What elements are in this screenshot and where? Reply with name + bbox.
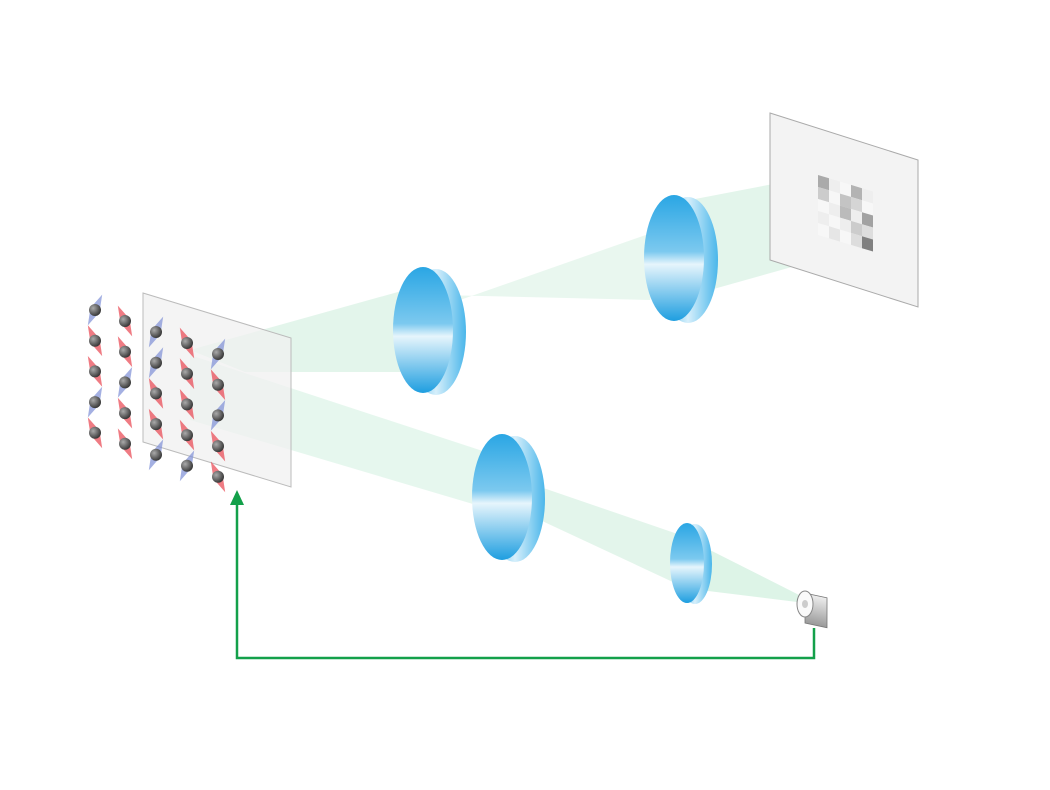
atom — [117, 366, 133, 398]
image-pixel — [840, 181, 851, 197]
camera-image-grid — [818, 175, 873, 252]
image-pixel — [862, 236, 873, 252]
atom-sphere — [89, 304, 101, 316]
image-pixel — [851, 232, 862, 249]
atom — [148, 316, 164, 348]
atom — [148, 347, 164, 379]
atom — [148, 408, 164, 440]
image-pixel — [829, 214, 840, 230]
atom-sphere — [181, 367, 193, 380]
atom — [179, 419, 195, 451]
image-pixel — [851, 220, 862, 237]
atom — [179, 388, 195, 420]
atom-sphere — [150, 418, 162, 431]
atom — [117, 428, 133, 460]
image-pixel — [851, 184, 862, 201]
image-pixel — [829, 226, 840, 242]
atom — [210, 430, 226, 462]
atom — [87, 417, 103, 449]
feedback-arrow — [230, 490, 816, 660]
atom — [210, 369, 226, 401]
atom-sphere — [89, 334, 101, 347]
atom-sphere — [212, 440, 224, 453]
atom — [210, 338, 226, 370]
image-pixel — [829, 202, 840, 218]
atom-sphere — [181, 429, 193, 442]
atom — [210, 399, 226, 431]
image-pixel — [862, 188, 873, 204]
image-pixel — [862, 212, 873, 228]
atom-sphere — [212, 378, 224, 391]
image-pixel — [829, 190, 840, 206]
atom-sphere — [89, 396, 101, 409]
atom-sphere — [119, 407, 131, 420]
image-pixel — [829, 178, 840, 194]
atom — [179, 327, 195, 359]
image-pixel — [818, 199, 829, 215]
image-pixel — [818, 211, 829, 227]
atom — [87, 294, 103, 326]
beam-lens3-to-lens4 — [520, 480, 695, 590]
atom-sphere — [119, 345, 131, 358]
atom-sphere — [119, 437, 131, 450]
atom-sphere — [212, 470, 224, 483]
beam-lens4-to-camera — [700, 545, 805, 603]
image-pixel — [851, 196, 862, 213]
atom — [179, 358, 195, 390]
atom-sphere — [89, 426, 101, 439]
atom-sphere — [150, 448, 162, 461]
atom — [117, 397, 133, 429]
image-pixel — [851, 208, 862, 225]
atom-sphere — [181, 398, 193, 411]
lens-4 — [670, 523, 712, 604]
atom — [179, 450, 195, 482]
image-pixel — [840, 217, 851, 233]
atom — [117, 305, 133, 337]
atom-sphere — [212, 348, 224, 360]
image-pixel — [818, 175, 829, 191]
atom — [87, 386, 103, 418]
atom-sphere — [150, 387, 162, 400]
image-pixel — [840, 205, 851, 221]
atom-sphere — [181, 459, 193, 472]
atom-sphere — [150, 356, 162, 369]
beam-lens1-to-lens2 — [440, 230, 660, 300]
atom — [148, 377, 164, 409]
lens-2 — [644, 195, 718, 323]
lens-3 — [472, 434, 545, 562]
image-pixel — [840, 229, 851, 245]
atom — [87, 355, 103, 387]
atom-sphere — [89, 365, 101, 378]
camera-icon — [796, 590, 828, 629]
image-pixel — [818, 187, 829, 203]
atom-sphere — [181, 337, 193, 349]
atom — [210, 461, 226, 493]
image-pixel — [862, 224, 873, 240]
atom — [117, 336, 133, 368]
atom-sphere — [119, 315, 131, 327]
image-pixel — [840, 193, 851, 209]
atom-sphere — [150, 326, 162, 338]
atom-array — [87, 294, 226, 493]
lens-1 — [393, 267, 466, 395]
atom-sphere — [212, 409, 224, 422]
atom — [148, 439, 164, 471]
image-pixel — [862, 200, 873, 216]
atom — [87, 325, 103, 357]
atom-sphere — [119, 376, 131, 389]
image-pixel — [818, 223, 829, 239]
